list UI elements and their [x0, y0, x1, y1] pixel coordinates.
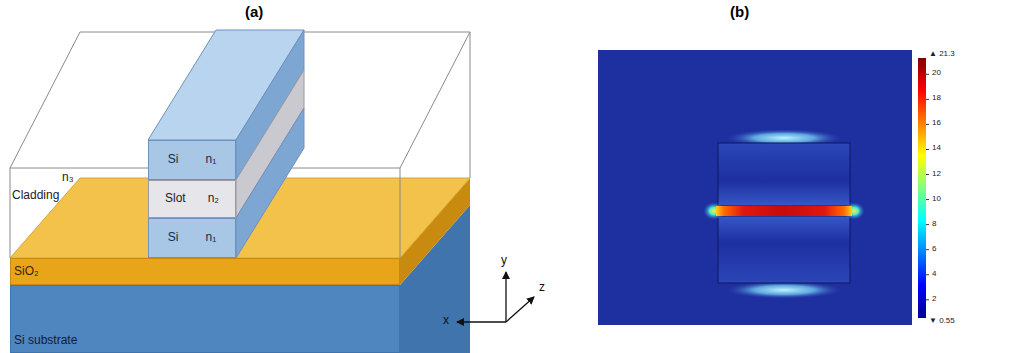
layer-name: Si	[168, 153, 179, 167]
panel-label: (b)	[730, 4, 749, 21]
layer-name: Si	[168, 231, 179, 245]
silicon-layer: Si n₁	[148, 218, 236, 258]
scale-tick: 4	[932, 270, 936, 279]
scale-tick: 12	[932, 170, 941, 179]
axis-label: x	[443, 314, 449, 327]
scale-tick-mark	[926, 174, 929, 175]
scale-tick-mark	[926, 149, 929, 150]
layer-name: SiO₂	[14, 265, 39, 279]
scale-tick-mark	[926, 99, 929, 100]
scale-tick: 20	[932, 69, 941, 78]
scale-tick: 14	[932, 144, 941, 153]
layer-name: n₃	[62, 171, 74, 185]
axis-label: z	[539, 281, 545, 294]
scale-tick-mark	[926, 74, 929, 75]
scale-tick-mark	[926, 224, 929, 225]
mode-field-plot	[598, 50, 912, 325]
scale-tick: 18	[932, 94, 941, 103]
scale-tick-mark	[926, 199, 929, 200]
substrate-layer: Si substrate	[10, 285, 400, 353]
refractive-index: n₁	[206, 153, 217, 167]
scale-tick-mark	[926, 274, 929, 275]
scale-min: ▼ 0.55	[929, 317, 955, 326]
layer-name: Slot	[165, 192, 186, 206]
silicon-layer: Si n₁	[148, 140, 236, 180]
refractive-index: n₁	[206, 231, 217, 245]
axis-label: y	[501, 254, 507, 267]
scale-tick: 8	[932, 220, 936, 229]
scale-tick-mark	[926, 124, 929, 125]
scale-tick: 10	[932, 195, 941, 204]
scale-max: ▲ 21.3	[929, 50, 955, 59]
scale-tick: 2	[932, 295, 936, 304]
refractive-index: Cladding	[12, 189, 59, 203]
axis-triad	[457, 272, 534, 322]
slot-layer: Slot n₂	[148, 180, 236, 218]
scale-tick-mark	[926, 299, 929, 300]
oxide-layer: SiO₂	[10, 258, 400, 285]
scale-tick: 16	[932, 119, 941, 128]
color-scale-bar	[918, 58, 926, 318]
layer-name: Si substrate	[14, 334, 77, 348]
scale-tick: 6	[932, 245, 936, 254]
scale-tick-mark	[926, 249, 929, 250]
refractive-index: n₂	[208, 192, 219, 206]
silicon-side-face	[236, 108, 304, 258]
panel-label: (a)	[245, 4, 263, 21]
